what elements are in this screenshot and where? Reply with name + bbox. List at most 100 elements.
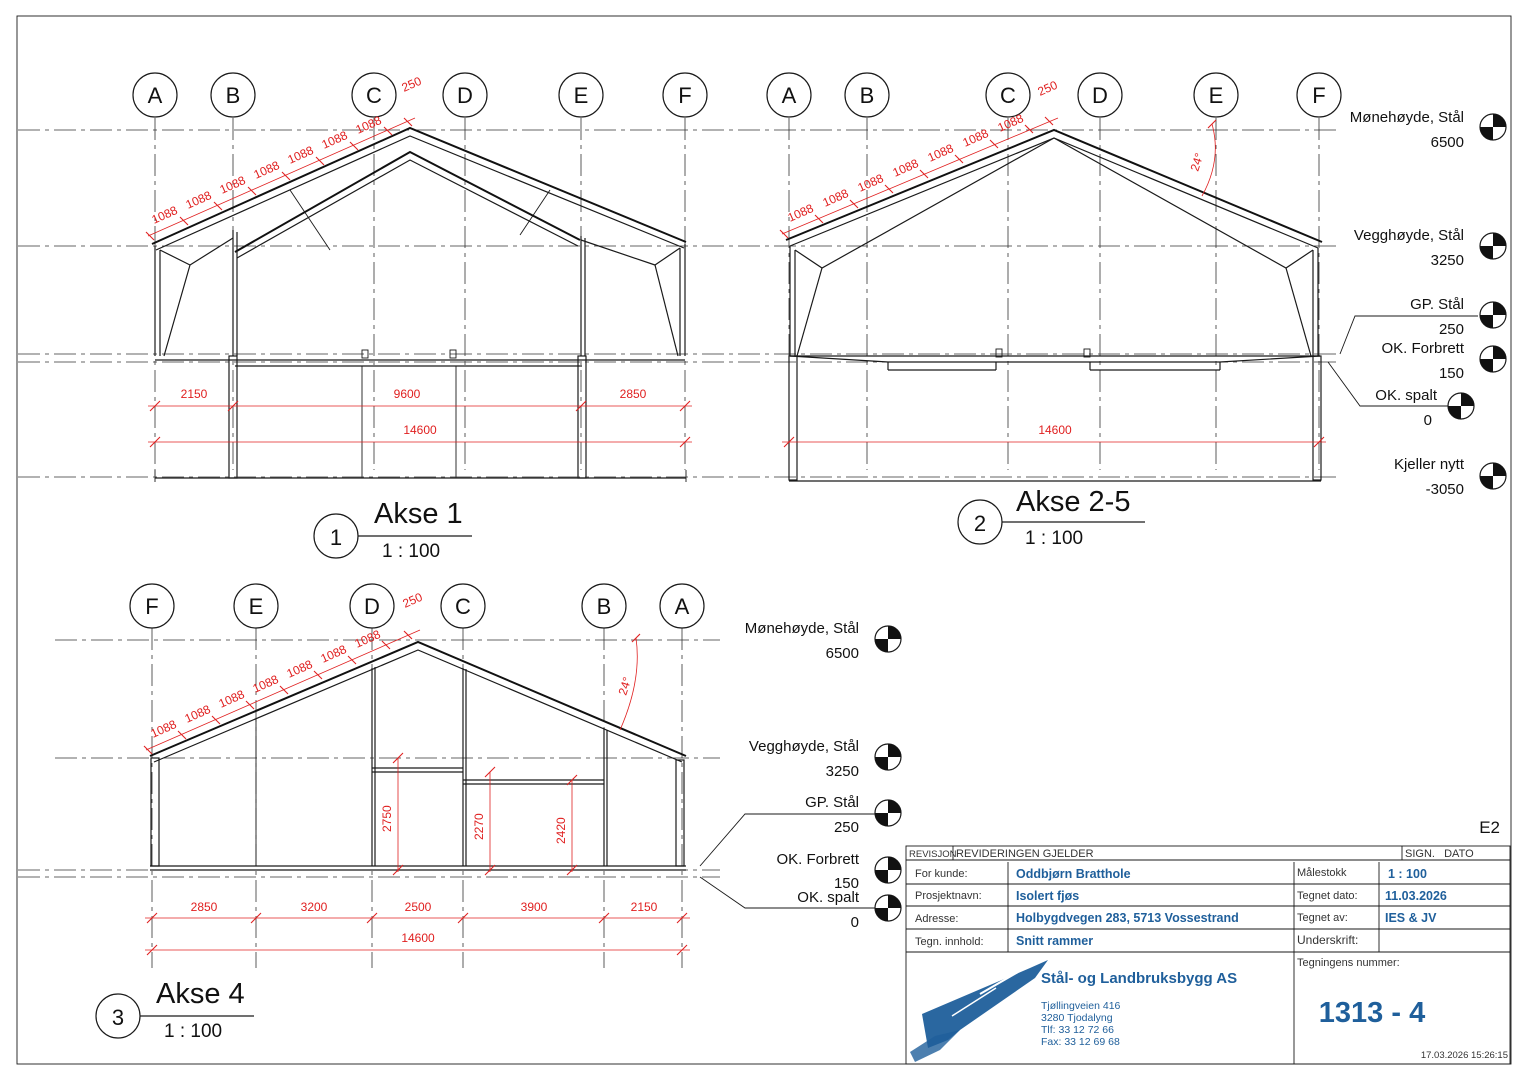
view-title-1: 1 Akse 1 1 : 100: [313, 498, 472, 562]
level-value: 150: [834, 875, 859, 892]
drawing-number-label: Tegningens nummer:: [1297, 957, 1400, 969]
dim-label: 1088: [996, 111, 1026, 135]
dim-label: 14600: [401, 931, 435, 945]
axis-label: F: [1312, 83, 1325, 108]
frame-view3: [149, 640, 687, 871]
span-dims-view1: 2150 9600 2850 14600: [148, 387, 692, 448]
dim-label: 3900: [521, 900, 548, 914]
dim-label: 1088: [786, 201, 816, 225]
axis-label: C: [455, 594, 471, 619]
sheet-border: [16, 15, 1512, 1065]
signature-label: Underskrift:: [1297, 933, 1358, 947]
dim-label: 14600: [1038, 423, 1072, 437]
dim-label: 1088: [320, 128, 350, 152]
level-name: GP. Stål: [805, 794, 859, 811]
level-value: 250: [834, 819, 859, 836]
dim-label: 1088: [891, 156, 921, 180]
axis-label: E: [1209, 83, 1224, 108]
level-name: OK. spalt: [1375, 387, 1438, 404]
company-fax: Fax: 33 12 69 68: [1041, 1036, 1120, 1048]
view-akse-4: F E D C B A: [18, 583, 720, 1042]
title-block: E2 REVISJON REVIDERINGEN GJELDER SIGN. D…: [905, 818, 1511, 1065]
view-title: Akse 2-5: [1016, 486, 1130, 518]
axis-label: C: [1000, 83, 1016, 108]
level-value: 250: [1439, 321, 1464, 338]
dim-label: 2850: [191, 900, 218, 914]
dim-label: 250: [400, 74, 424, 95]
view-title-3: 3 Akse 4 1 : 100: [95, 978, 254, 1042]
dim-label: 2420: [554, 817, 568, 844]
axis-label: D: [457, 83, 473, 108]
axis-bubbles-view3: F E D C B A: [129, 583, 705, 629]
axis-label: E: [574, 83, 589, 108]
address-value: Holbygdvegen 283, 5713 Vossestrand: [1016, 911, 1239, 925]
dim-label: 14600: [403, 423, 437, 437]
sheet-code: E2: [1479, 818, 1500, 837]
view-scale: 1 : 100: [382, 541, 440, 562]
dim-label: 1088: [252, 158, 282, 182]
view-number: 2: [974, 511, 986, 536]
scale-value: 1 : 100: [1388, 867, 1427, 881]
scale-label: Målestokk: [1297, 867, 1347, 879]
view-number: 3: [112, 1005, 124, 1030]
dim-label: 2150: [181, 387, 208, 401]
axis-label: D: [1092, 83, 1108, 108]
company-phone: Tlf: 33 12 72 66: [1041, 1024, 1114, 1036]
drawn-by-label: Tegnet av:: [1297, 912, 1348, 924]
rafter-dims-view1: 1088 1088 1088 1088 1088 1088 1088 250: [145, 74, 424, 241]
drawing-number: 1313 - 4: [1319, 997, 1425, 1029]
dim-label: 1088: [961, 126, 991, 150]
angle-label: 24°: [616, 675, 635, 697]
company-logo: [910, 960, 1048, 1062]
customer-value: Oddbjørn Bratthole: [1016, 867, 1131, 881]
content-value: Snitt rammer: [1016, 934, 1093, 948]
level-marker: OK. spalt 0: [699, 876, 902, 931]
view-scale: 1 : 100: [1025, 528, 1083, 549]
project-value: Isolert fjøs: [1016, 889, 1079, 903]
dim-label: 2750: [380, 805, 394, 832]
frame-view2: [785, 128, 1323, 482]
dim-label: 1088: [856, 171, 886, 195]
level-marker: OK. Forbrett 150: [776, 851, 902, 892]
view-akse-1: A B C D E F: [18, 72, 1340, 562]
content-label: Tegn. innhold:: [915, 936, 984, 948]
sign-date: SIGN. DATO: [1405, 848, 1474, 860]
level-value: 6500: [1431, 134, 1464, 151]
dim-label: 1088: [286, 143, 316, 167]
plot-timestamp: 17.03.2026 15:26:15: [1421, 1050, 1508, 1061]
address-label: Adresse:: [915, 913, 958, 925]
dim-label: 1088: [821, 186, 851, 210]
level-value: 150: [1439, 365, 1464, 382]
view-title: Akse 1: [374, 498, 463, 530]
project-label: Prosjektnavn:: [915, 890, 982, 902]
level-value: -3050: [1426, 481, 1464, 498]
level-marker: OK. Forbrett 150: [1381, 340, 1507, 382]
level-marker: OK. spalt 0: [1327, 361, 1475, 429]
dim-label: 250: [401, 590, 425, 611]
dim-label: 2150: [631, 900, 658, 914]
axis-label: A: [148, 83, 163, 108]
drawn-date-label: Tegnet dato:: [1297, 890, 1358, 902]
axis-label: E: [249, 594, 264, 619]
dim-label: 9600: [394, 387, 421, 401]
level-marker: Kjeller nytt -3050: [1394, 456, 1507, 498]
rev-label: REVISJON: [909, 849, 957, 860]
dim-label: 2270: [472, 813, 486, 840]
span-dims-view3: 2850 3200 2500 3900 2150 14600: [145, 900, 690, 956]
level-name: OK. spalt: [797, 889, 860, 906]
dim-label: 1088: [183, 702, 213, 726]
dim-label: 1088: [926, 141, 956, 165]
axis-label: C: [366, 83, 382, 108]
axis-bubbles-view2: A B C D E F: [766, 72, 1342, 118]
dim-label: 1088: [251, 672, 281, 696]
view-scale: 1 : 100: [164, 1021, 222, 1042]
level-markers-top: Mønehøyde, Stål 6500 Vegghøyde, Stål 325…: [1327, 109, 1507, 498]
axis-label: F: [678, 83, 691, 108]
span-dims-view2: 14600: [782, 423, 1326, 448]
level-marker: Mønehøyde, Stål 6500: [1350, 109, 1507, 151]
drawn-date-value: 11.03.2026: [1385, 889, 1447, 903]
height-dims-view3: 2750 2270 2420: [380, 752, 578, 876]
dim-label: 3200: [301, 900, 328, 914]
level-name: Mønehøyde, Stål: [1350, 109, 1464, 126]
level-markers-bottom: Mønehøyde, Stål 6500 Vegghøyde, Stål 325…: [699, 620, 902, 931]
